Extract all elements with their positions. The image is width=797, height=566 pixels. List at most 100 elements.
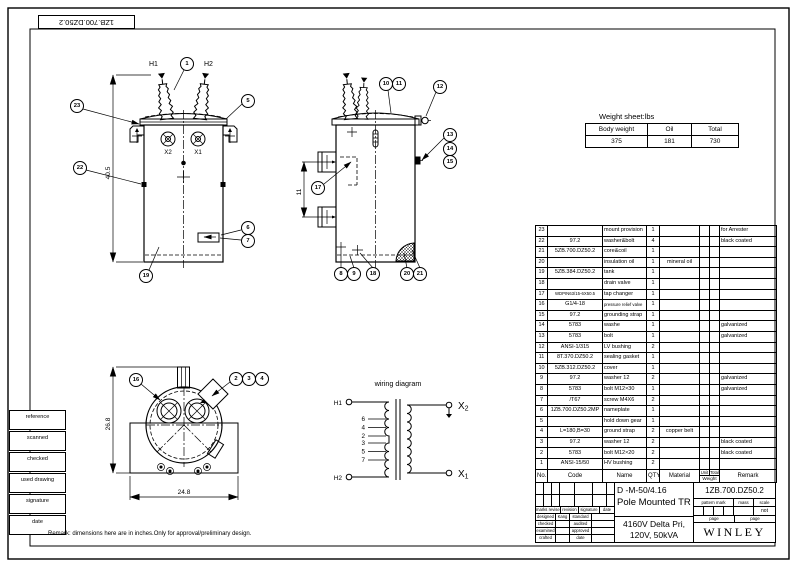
wiring-diagram: wiring diagram 6 4 2 3 5 7: [334, 379, 469, 482]
svg-text:1: 1: [185, 61, 189, 67]
parts-cell-no: 22: [535, 235, 548, 248]
parts-cell-total: [709, 288, 720, 301]
parts-cell-no: 18: [535, 277, 548, 290]
parts-cell-material: [659, 225, 700, 237]
parts-cell-remark: for Arrester: [719, 225, 777, 237]
parts-cell-name: grounding strap: [602, 309, 647, 322]
tap-numbers: 6 4 2 3 5 7: [361, 416, 365, 464]
parts-cell-qty: 1: [646, 277, 660, 290]
parts-cell-unit: [699, 383, 710, 396]
parts-cell-name: core&coil: [602, 246, 647, 258]
parts-cell-unit: [699, 405, 710, 417]
parts-cell-unit: [699, 436, 710, 449]
parts-cell-remark: [719, 277, 777, 290]
parts-cell-total: [709, 225, 720, 237]
callout-20: 20: [400, 267, 414, 281]
parts-header-qty: QTY: [646, 468, 660, 483]
svg-text:16: 16: [133, 377, 140, 383]
callout-2: 2: [229, 372, 243, 386]
parts-cell-total: [709, 436, 720, 449]
pattern-mark-label: pattern mark: [694, 498, 734, 506]
parts-cell-total: [709, 458, 720, 470]
title-block-revision-area: marks revised revision signature date de…: [536, 482, 615, 542]
pattern-mass-scale-values: not: [694, 506, 775, 516]
svg-text:6: 6: [361, 416, 365, 423]
parts-header-weight: Unit Total Weight: [699, 468, 720, 483]
parts-cell-material: [659, 341, 700, 354]
parts-cell-unit: [699, 320, 710, 332]
parts-cell-name: HV bushing: [602, 458, 647, 470]
parts-cell-material: mineral oil: [659, 256, 700, 269]
parts-cell-qty: 1: [646, 330, 660, 343]
parts-cell-code: [547, 256, 603, 269]
parts-cell-qty: 1: [646, 383, 660, 396]
title-block-id-area: 1ZB.700.DZ50.2 pattern mark mass scale n…: [694, 483, 775, 542]
parts-cell-remark: [719, 458, 777, 470]
nameplate: [197, 232, 220, 243]
parts-cell-qty: 1: [646, 320, 660, 332]
parts-cell-total: [709, 447, 720, 460]
parts-cell-material: [659, 267, 700, 279]
parts-cell-no: 8: [535, 383, 548, 396]
parts-cell-unit: [699, 341, 710, 354]
callout-15: 15: [443, 155, 457, 169]
parts-header-total: Total: [710, 469, 719, 475]
parts-cell-name: tap changer: [602, 288, 647, 301]
parts-cell-material: [659, 246, 700, 258]
parts-cell-code: ANSI-1/315: [547, 341, 603, 354]
parts-cell-name: washer 12: [602, 436, 647, 449]
parts-cell-unit: [699, 235, 710, 248]
parts-cell-no: 11: [535, 352, 548, 364]
parts-cell-qty: 1: [646, 256, 660, 269]
parts-header-code: Code: [547, 468, 603, 483]
parts-cell-material: [659, 320, 700, 332]
parts-cell-qty: 1: [646, 288, 660, 301]
parts-cell-unit: [699, 352, 710, 364]
parts-cell-qty: 2: [646, 373, 660, 385]
pole-bracket-upper: [317, 151, 337, 173]
wiring-label-h2: H2: [334, 475, 343, 482]
parts-header-remark: Remark: [719, 468, 777, 483]
parts-cell-code: 5ZB.384.DZ50.2: [547, 267, 603, 279]
parts-cell-no: 15: [535, 309, 548, 322]
parts-header-material: Material: [659, 468, 700, 483]
parts-cell-name: bolt M12×20: [602, 447, 647, 460]
parts-cell-material: [659, 362, 700, 375]
parts-cell-code: [547, 225, 603, 237]
parts-cell-name: ground strap: [602, 426, 647, 438]
weight-value-cell: 375: [585, 135, 648, 148]
parts-cell-name: insulation oil: [602, 256, 647, 269]
callout-8: 8: [334, 267, 348, 281]
svg-text:7: 7: [361, 457, 365, 464]
mounting-bracket-right: [223, 125, 238, 143]
parts-cell-material: [659, 352, 700, 364]
parts-cell-qty: 2: [646, 341, 660, 354]
parts-cell-name: hold down gear: [602, 415, 647, 428]
parts-cell-unit: [699, 246, 710, 258]
parts-cell-material: [659, 436, 700, 449]
top-bushing-left: [156, 398, 182, 424]
front-view: 40.5 H1 H2 X2 X1: [70, 57, 255, 283]
drawing-number: 1ZB.700.DZ50.2: [694, 483, 775, 499]
top-centerlines: [146, 387, 222, 467]
parts-cell-unit: [699, 415, 710, 428]
title-block: marks revised revision signature date de…: [535, 482, 776, 543]
page-label-right: page: [750, 515, 760, 521]
parts-cell-total: [709, 246, 720, 258]
parts-cell-total: [709, 235, 720, 248]
parts-cell-no: 19: [535, 267, 548, 279]
mounting-bracket-left: [129, 125, 144, 143]
remark-note: Remark: dimensions here are in inches.On…: [48, 531, 252, 537]
terminal-label-x1: X1: [194, 149, 202, 156]
parts-cell-qty: 2: [646, 394, 660, 407]
parts-header-unit: Unit: [700, 469, 710, 475]
parts-cell-code: 5783: [547, 383, 603, 396]
